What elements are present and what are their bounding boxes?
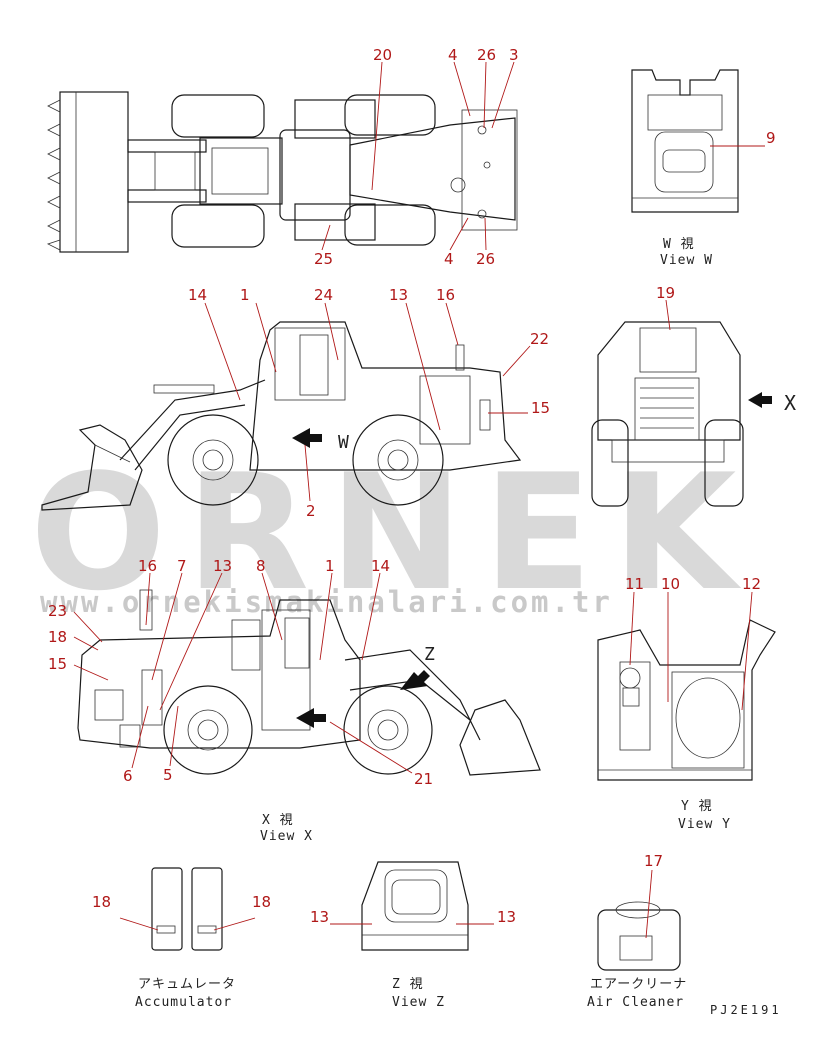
callout-15: 15 [531,399,550,417]
view-x-caption: View X [260,829,313,844]
view-z-caption: View Z [392,995,445,1010]
callout-19: 19 [656,284,675,302]
accumulator-leader-left [119,917,159,931]
callout-4-bottom: 4 [444,250,454,268]
watermark-url: www.ornekismakinalari.com.tr [40,585,613,619]
air-cleaner-caption: Air Cleaner [587,995,684,1010]
accumulator-leader-right [213,917,256,931]
callout-10: 10 [661,575,680,593]
air-cleaner-caption-jp: エアークリーナ [590,977,687,992]
view-x-drawing: Z [77,589,541,776]
callout-6: 6 [123,767,133,785]
callout-14: 14 [188,286,207,304]
front-view-leader [665,299,671,331]
callout-13: 13 [213,557,232,575]
accumulator-caption-jp: アキュムレータ [138,977,236,992]
view-x-callouts: 16 7 13 8 1 14 23 18 15 6 5 21 [48,557,433,788]
accumulator-drawing [151,867,223,951]
callout-16: 16 [436,286,455,304]
callout-18-right: 18 [252,893,271,911]
view-y-drawing [597,619,776,781]
view-x-arrow-z-label: Z [424,644,436,665]
callout-13: 13 [389,286,408,304]
callout-17: 17 [644,852,663,870]
top-view-callouts: 20 4 26 3 25 4 26 [314,46,519,268]
callout-26: 26 [477,46,496,64]
callout-1: 1 [325,557,335,575]
view-w-caption-jp: W 視 [663,237,695,252]
callout-14: 14 [371,557,390,575]
callout-21: 21 [414,770,433,788]
view-y-caption: View Y [678,817,731,832]
view-y-caption-jp: Y 視 [681,799,713,814]
view-y-callouts: 11 10 12 [625,575,761,593]
callout-15: 15 [48,655,67,673]
callout-9: 9 [766,129,776,147]
top-view [46,91,518,253]
callout-4: 4 [448,46,458,64]
callout-26-bottom: 26 [476,250,495,268]
callout-5: 5 [163,766,173,784]
callout-18: 18 [48,628,67,646]
callout-12: 12 [742,575,761,593]
air-cleaner-leader [645,869,653,939]
view-z-caption-jp: Z 視 [392,977,424,992]
callout-8: 8 [256,557,266,575]
callout-7: 7 [177,557,187,575]
callout-25: 25 [314,250,333,268]
top-view-leaders [321,61,515,251]
side-view-leaders [204,302,531,502]
watermark: ORNEK www.ornekismakinalari.com.tr [30,439,736,626]
callout-3: 3 [509,46,519,64]
callout-22: 22 [530,330,549,348]
view-w-caption: View W [660,253,713,268]
callout-11: 11 [625,575,644,593]
front-view-arrow-x-label: X [784,391,797,415]
callout-13-right: 13 [497,908,516,926]
view-z-drawing [361,861,469,951]
callout-23: 23 [48,602,67,620]
view-w-drawing [631,69,739,213]
air-cleaner-drawing [597,901,681,971]
side-view-callouts: 14 1 24 13 16 22 15 2 [188,286,550,520]
callout-20: 20 [373,46,392,64]
callout-18-left: 18 [92,893,111,911]
drawing-code: PJ2E191 [710,1003,782,1017]
callout-13-left: 13 [310,908,329,926]
front-view: X [591,321,797,507]
view-x-caption-jp: X 視 [262,813,294,828]
accumulator-caption: Accumulator [135,995,232,1010]
side-view-arrow-w-label: W [338,432,350,453]
view-y-leaders [629,591,753,711]
callout-16: 16 [138,557,157,575]
view-x-leaders [73,572,413,774]
side-view: W [41,321,522,511]
callout-2: 2 [306,502,316,520]
callout-1: 1 [240,286,250,304]
callout-24: 24 [314,286,333,304]
